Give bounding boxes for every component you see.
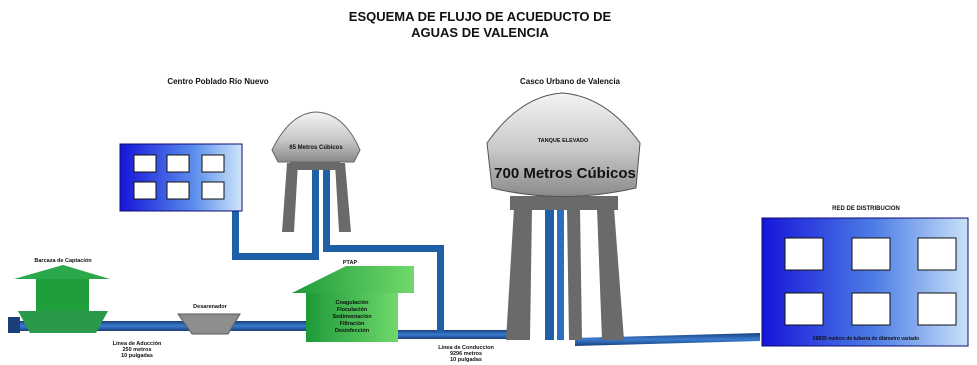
barcaza-captacion: Barcaza de Captación	[14, 258, 110, 333]
aduccion-pipe	[8, 321, 308, 331]
ptap-process-4: Desinfección	[335, 328, 370, 334]
desarenador: Desarenador	[177, 304, 241, 335]
distribution-pipe	[575, 333, 760, 346]
ptap-label: PTAP	[343, 260, 358, 266]
conduccion-pipe	[398, 330, 528, 339]
desarenador-label: Desarenador	[193, 304, 227, 310]
conduccion-label: Línea de Conduccion 9296 metros 10 pulga…	[438, 345, 494, 363]
rio-nuevo-building	[119, 143, 243, 212]
big-tank-capacity: 700 Metros Cúbicos	[494, 165, 636, 182]
ptap-process-2: Sedimentación	[332, 314, 372, 320]
small-tank-capacity: 65 Metros Cúbicos	[289, 145, 343, 151]
casco-urbano-label: Casco Urbano de Valencia	[520, 77, 621, 86]
svg-text:9296 metros: 9296 metros	[450, 351, 482, 357]
svg-text:Línea de Aducción: Línea de Aducción	[113, 341, 162, 347]
svg-text:250 metros: 250 metros	[122, 347, 151, 353]
big-elevated-tank: TANQUE ELEVADO 700 Metros Cúbicos	[486, 92, 641, 340]
ptap-process-1: Floculación	[337, 307, 368, 313]
svg-text:Línea de Conduccion: Línea de Conduccion	[438, 345, 494, 351]
rio-nuevo-label: Centro Poblado Río Nuevo	[167, 77, 268, 86]
diagram-title-line1: ESQUEMA DE FLUJO DE ACUEDUCTO DE	[349, 9, 612, 24]
svg-text:10 pulgadas: 10 pulgadas	[450, 357, 482, 363]
red-length: 68835 metros de tubería de diámetro vari…	[813, 336, 919, 342]
ptap-process-3: Filtración	[340, 321, 365, 327]
captacion-label: Barcaza de Captación	[34, 258, 92, 264]
pipes	[8, 168, 760, 346]
aduccion-label: Línea de Aducción 250 metros 10 pulgadas	[113, 341, 162, 359]
red-label: RED DE DISTRIBUCION	[832, 206, 900, 212]
small-elevated-tank: 65 Metros Cúbicos	[271, 111, 361, 232]
big-tank-name: TANQUE ELEVADO	[538, 138, 589, 144]
ptap-process-0: Coagulación	[335, 300, 369, 306]
red-distribucion-building: RED DE DISTRIBUCION 68835 metros de tube…	[761, 206, 969, 347]
svg-text:10 pulgadas: 10 pulgadas	[121, 353, 153, 359]
diagram-title-line2: AGUAS DE VALENCIA	[411, 25, 549, 40]
ptap-building: PTAP Coagulación Floculación Sedimentaci…	[292, 260, 414, 342]
